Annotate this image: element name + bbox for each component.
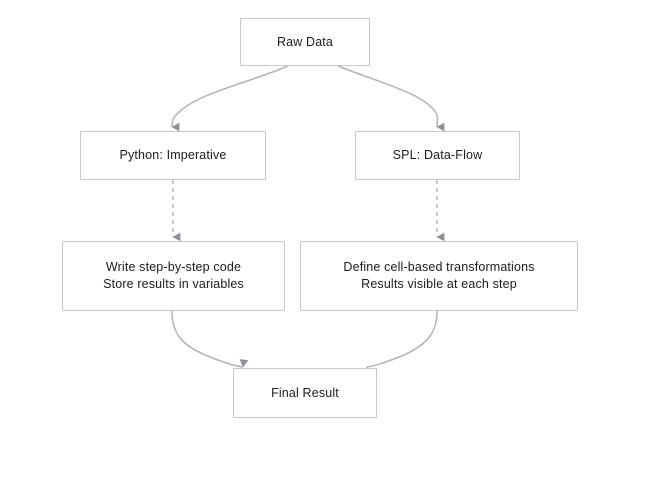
node-python-details-label: Write step-by-step code Store results in… <box>103 260 244 291</box>
node-final-result-label: Final Result <box>271 385 339 400</box>
node-spl-details[interactable]: Define cell-based transformations Result… <box>300 241 578 311</box>
edge-rawdata-to-spl <box>337 65 445 132</box>
node-spl-details-label: Define cell-based transformations Result… <box>343 260 535 291</box>
node-final-result[interactable]: Final Result <box>233 368 377 418</box>
edge-spldetail-to-final <box>363 310 438 375</box>
node-spl-dataflow-label: SPL: Data-Flow <box>392 148 483 162</box>
node-raw-data-label: Raw Data <box>276 34 334 49</box>
node-python-imperative-label: Python: Imperative <box>119 148 227 162</box>
node-raw-data[interactable]: Raw Data <box>240 18 370 66</box>
node-python-details[interactable]: Write step-by-step code Store results in… <box>62 241 285 311</box>
node-python-imperative[interactable]: Python: Imperative <box>80 131 266 180</box>
edge-rawdata-to-python <box>171 65 289 132</box>
node-spl-dataflow[interactable]: SPL: Data-Flow <box>355 131 520 180</box>
edge-pythondetail-to-final <box>171 310 249 368</box>
